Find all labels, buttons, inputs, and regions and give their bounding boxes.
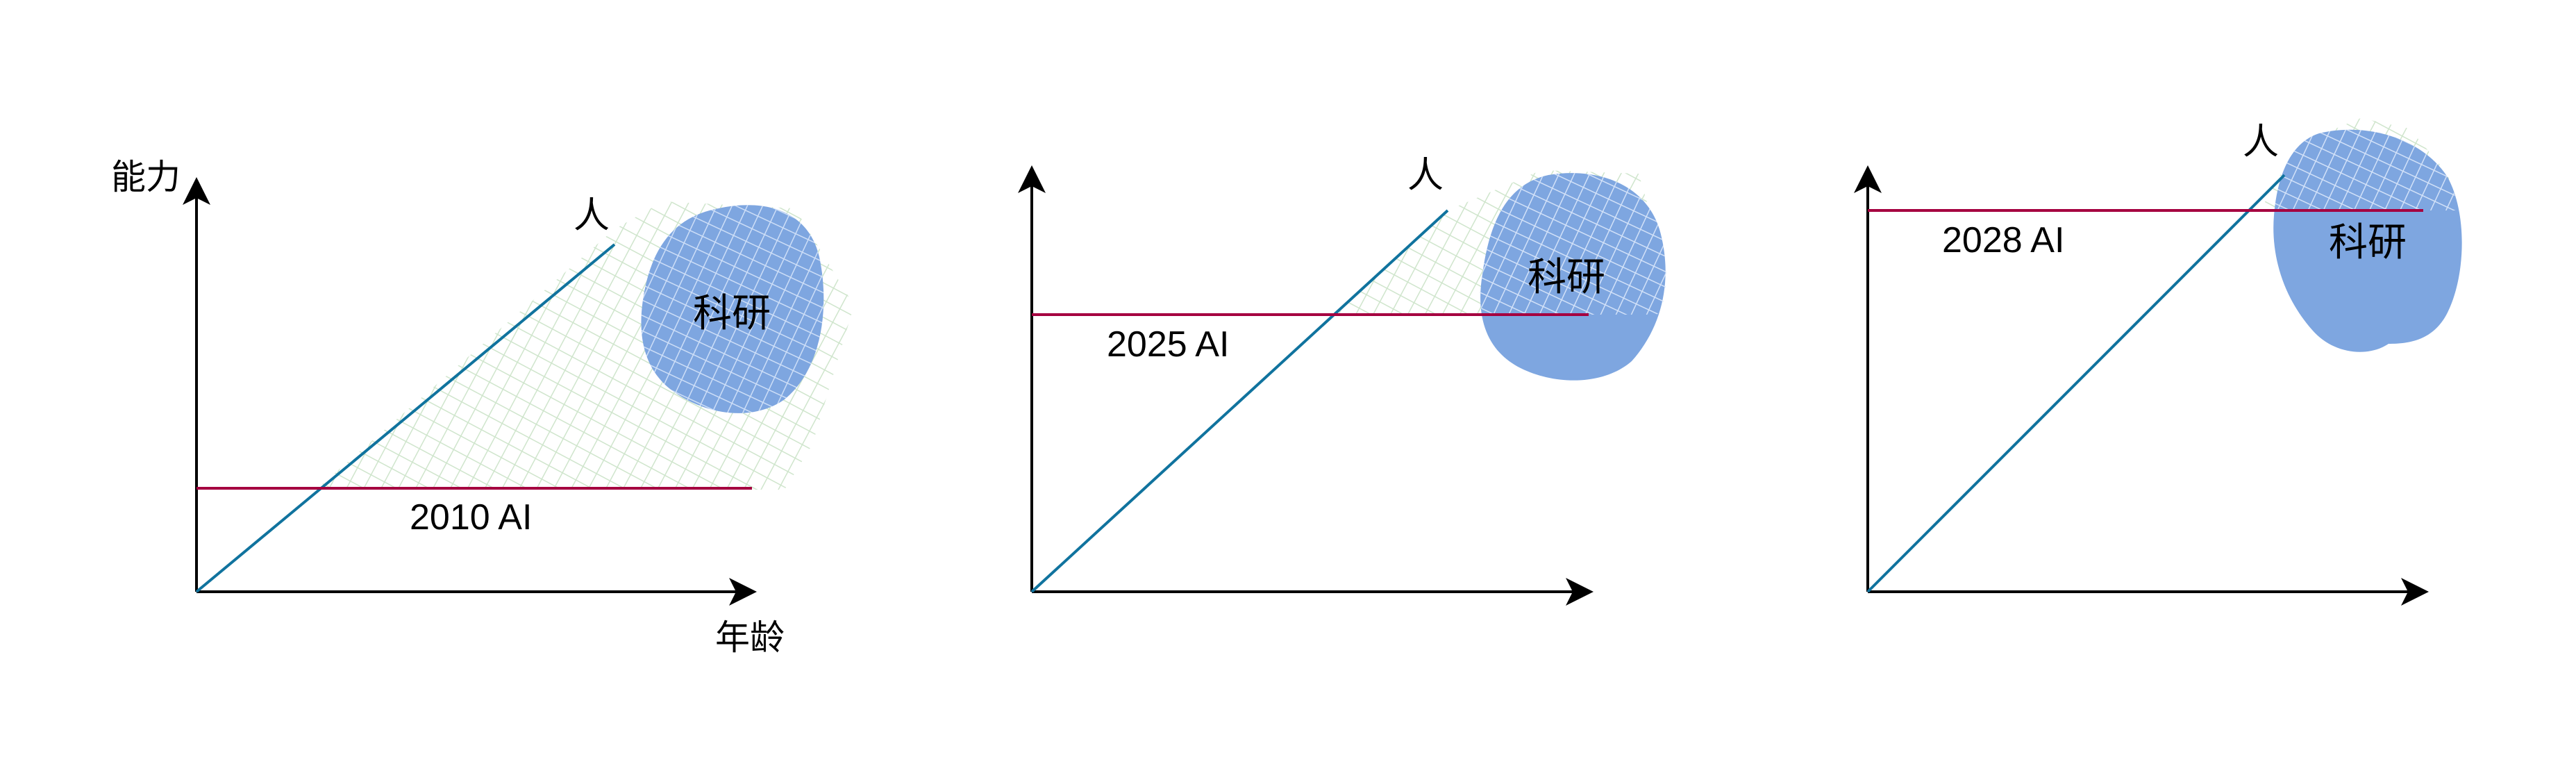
research-label: 科研 [1528,255,1605,299]
ai-label: 2025 AI [1107,324,1229,365]
panel-2010: 能力 年龄 人 2010 AI 科研 [111,158,854,657]
y-axis-label: 能力 [111,158,181,197]
research-region-hatch [641,205,824,413]
ai-label: 2028 AI [1942,220,2064,260]
human-label: 人 [2243,122,2279,163]
research-region-hatch [2275,129,2458,210]
panel-2028: 人 2028 AI 科研 [1854,118,2462,606]
research-label: 科研 [2329,220,2407,264]
human-label: 人 [574,196,610,236]
ai-label: 2010 AI [410,497,532,538]
human-label: 人 [1407,156,1444,196]
human-line [1866,174,2286,593]
human-line [195,243,616,593]
panel-2025: 人 2025 AI 科研 [1018,156,1666,606]
research-region-hatch [1480,173,1666,315]
research-label: 科研 [693,291,771,335]
human-line [1030,209,1449,593]
x-axis-label: 年龄 [715,618,785,657]
